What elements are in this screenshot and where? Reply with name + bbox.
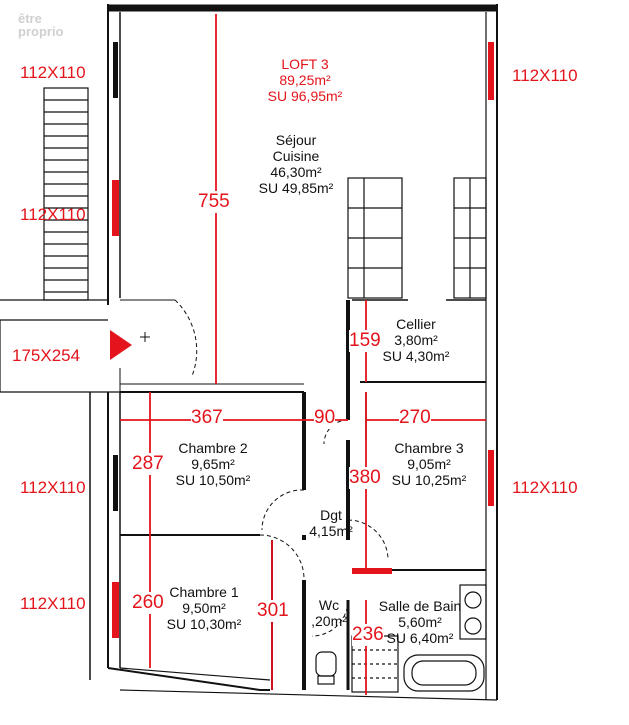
dimension-287: 287 (132, 453, 164, 475)
loft-area: 89,25m² (279, 72, 331, 89)
room-chambre-3: Chambre 3 9,05m² SU 10,25m² (391, 440, 467, 489)
door-label: 175X254 (12, 346, 81, 365)
dimension-755: 755 (198, 191, 230, 213)
room-wc: Wc ,20m² (311, 597, 347, 630)
room-salle-de-bain: Salle de Bain 5,60m² SU 6,40m² (378, 598, 462, 647)
interior-walls (120, 299, 486, 690)
window-markers (112, 42, 494, 638)
dimension-159: 159 (349, 330, 381, 352)
dimension-260: 260 (132, 592, 164, 614)
entrance-door (119, 299, 198, 392)
window-label-chambre1: 112X110 (20, 594, 86, 613)
kitchen-cabinets (347, 177, 487, 299)
dimension-270: 270 (399, 407, 431, 429)
room-cellier: Cellier 3,80m² SU 4,30m² (382, 316, 450, 365)
window-label-mid-left: 112X110 (20, 205, 86, 224)
dimension-367: 367 (191, 407, 223, 429)
outer-walls (89, 4, 498, 701)
watermark-logo: être proprio (18, 11, 64, 39)
dimension-236: 236 (352, 624, 384, 646)
dimension-301: 301 (257, 600, 289, 622)
room-dgt: Dgt 4,15m² (309, 507, 353, 540)
staircase (0, 87, 120, 393)
loft-name: LOFT 3 (281, 56, 329, 72)
dimension-380: 380 (349, 467, 381, 489)
window-label-top-left: 112X110 (20, 63, 86, 82)
dimension-90: 90 (314, 407, 336, 429)
window-label-chambre3: 112X110 (512, 478, 578, 497)
window-label-chambre2: 112X110 (20, 478, 86, 497)
window-marks-black (113, 42, 118, 511)
window-label-top-right: 112X110 (512, 66, 578, 85)
loft-title: LOFT 3 89,25m² SU 96,95m² (268, 56, 343, 104)
entrance-arrow-icon (110, 330, 132, 360)
room-chambre-1: Chambre 1 9,50m² SU 10,30m² (166, 584, 242, 633)
room-sejour: Séjour Cuisine 46,30m² SU 49,85m² (258, 132, 334, 197)
loft-su: SU 96,95m² (267, 88, 343, 105)
room-chambre-2: Chambre 2 9,65m² SU 10,50m² (175, 440, 251, 489)
